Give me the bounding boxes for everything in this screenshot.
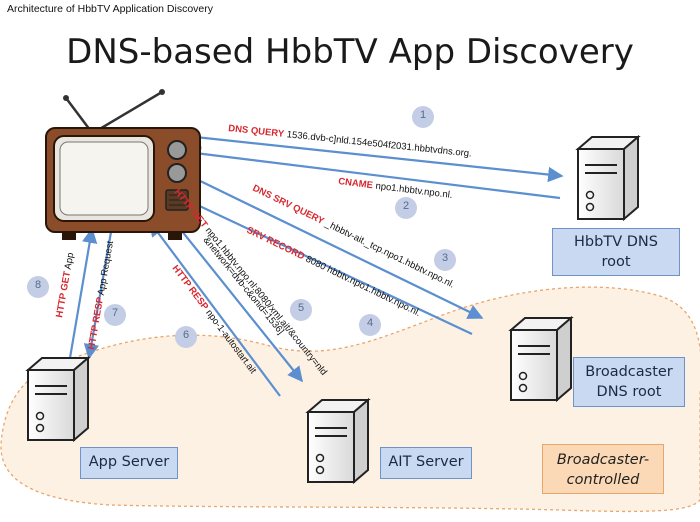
broadcaster-dns-root-line2: DNS root [596,384,662,400]
broadcaster-controlled-line1: Broadcaster- [556,452,650,468]
message-http-get-app: HTTP GET App [54,252,76,319]
step-6: 6 [183,329,189,341]
tv-icon [45,89,201,240]
server-icon [25,355,91,443]
step-3: 3 [442,252,448,264]
arrow-http-resp-ait [149,220,281,397]
arrow-cname [185,146,561,200]
figure-caption: Architecture of HbbTV Application Discov… [7,3,214,15]
hbbtv-dns-root-line2: root [601,254,631,270]
arrow-srv-record [172,192,473,335]
hbbtv-dns-root-line1: HbbTV DNS [574,234,658,250]
broadcaster-dns-root-label: Broadcaster DNS root [573,357,685,407]
arrow-dns-srv-query [191,176,484,319]
arrow-http-get-ait [160,204,303,383]
hbbtv-dns-root-label: HbbTV DNS root [552,228,680,276]
arrow-http-resp-app [68,227,98,359]
step-5: 5 [298,302,304,314]
arrow-dns-query [185,134,564,183]
message-http-resp-app: HTTP RESP App Request [86,240,116,351]
broadcaster-dns-root-line1: Broadcaster [585,364,673,380]
ait-server-label: AIT Server [380,447,472,479]
arrow-http-get-app [83,231,113,360]
broadcaster-controlled-label: Broadcaster- controlled [542,444,664,494]
message-dns-srv-query: DNS SRV QUERY _hbbtv-ait._tcp.npo1.hbbtv… [251,183,456,291]
server-icon [305,397,371,485]
server-icon [508,315,574,403]
message-arrows [68,134,564,397]
app-server-label: App Server [80,447,178,479]
step-1: 1 [420,109,426,121]
broadcaster-controlled-line2: controlled [566,472,640,488]
step-markers: 1 2 3 4 5 6 7 8 [27,106,456,348]
step-8: 8 [35,279,41,291]
diagram-title: DNS-based HbbTV App Discovery [66,32,634,72]
message-cname: CNAME npo1.hbbtv.npo.nl. [338,176,453,201]
step-4: 4 [367,317,373,329]
step-2: 2 [403,200,409,212]
step-7: 7 [112,307,118,319]
server-icon [575,134,641,222]
